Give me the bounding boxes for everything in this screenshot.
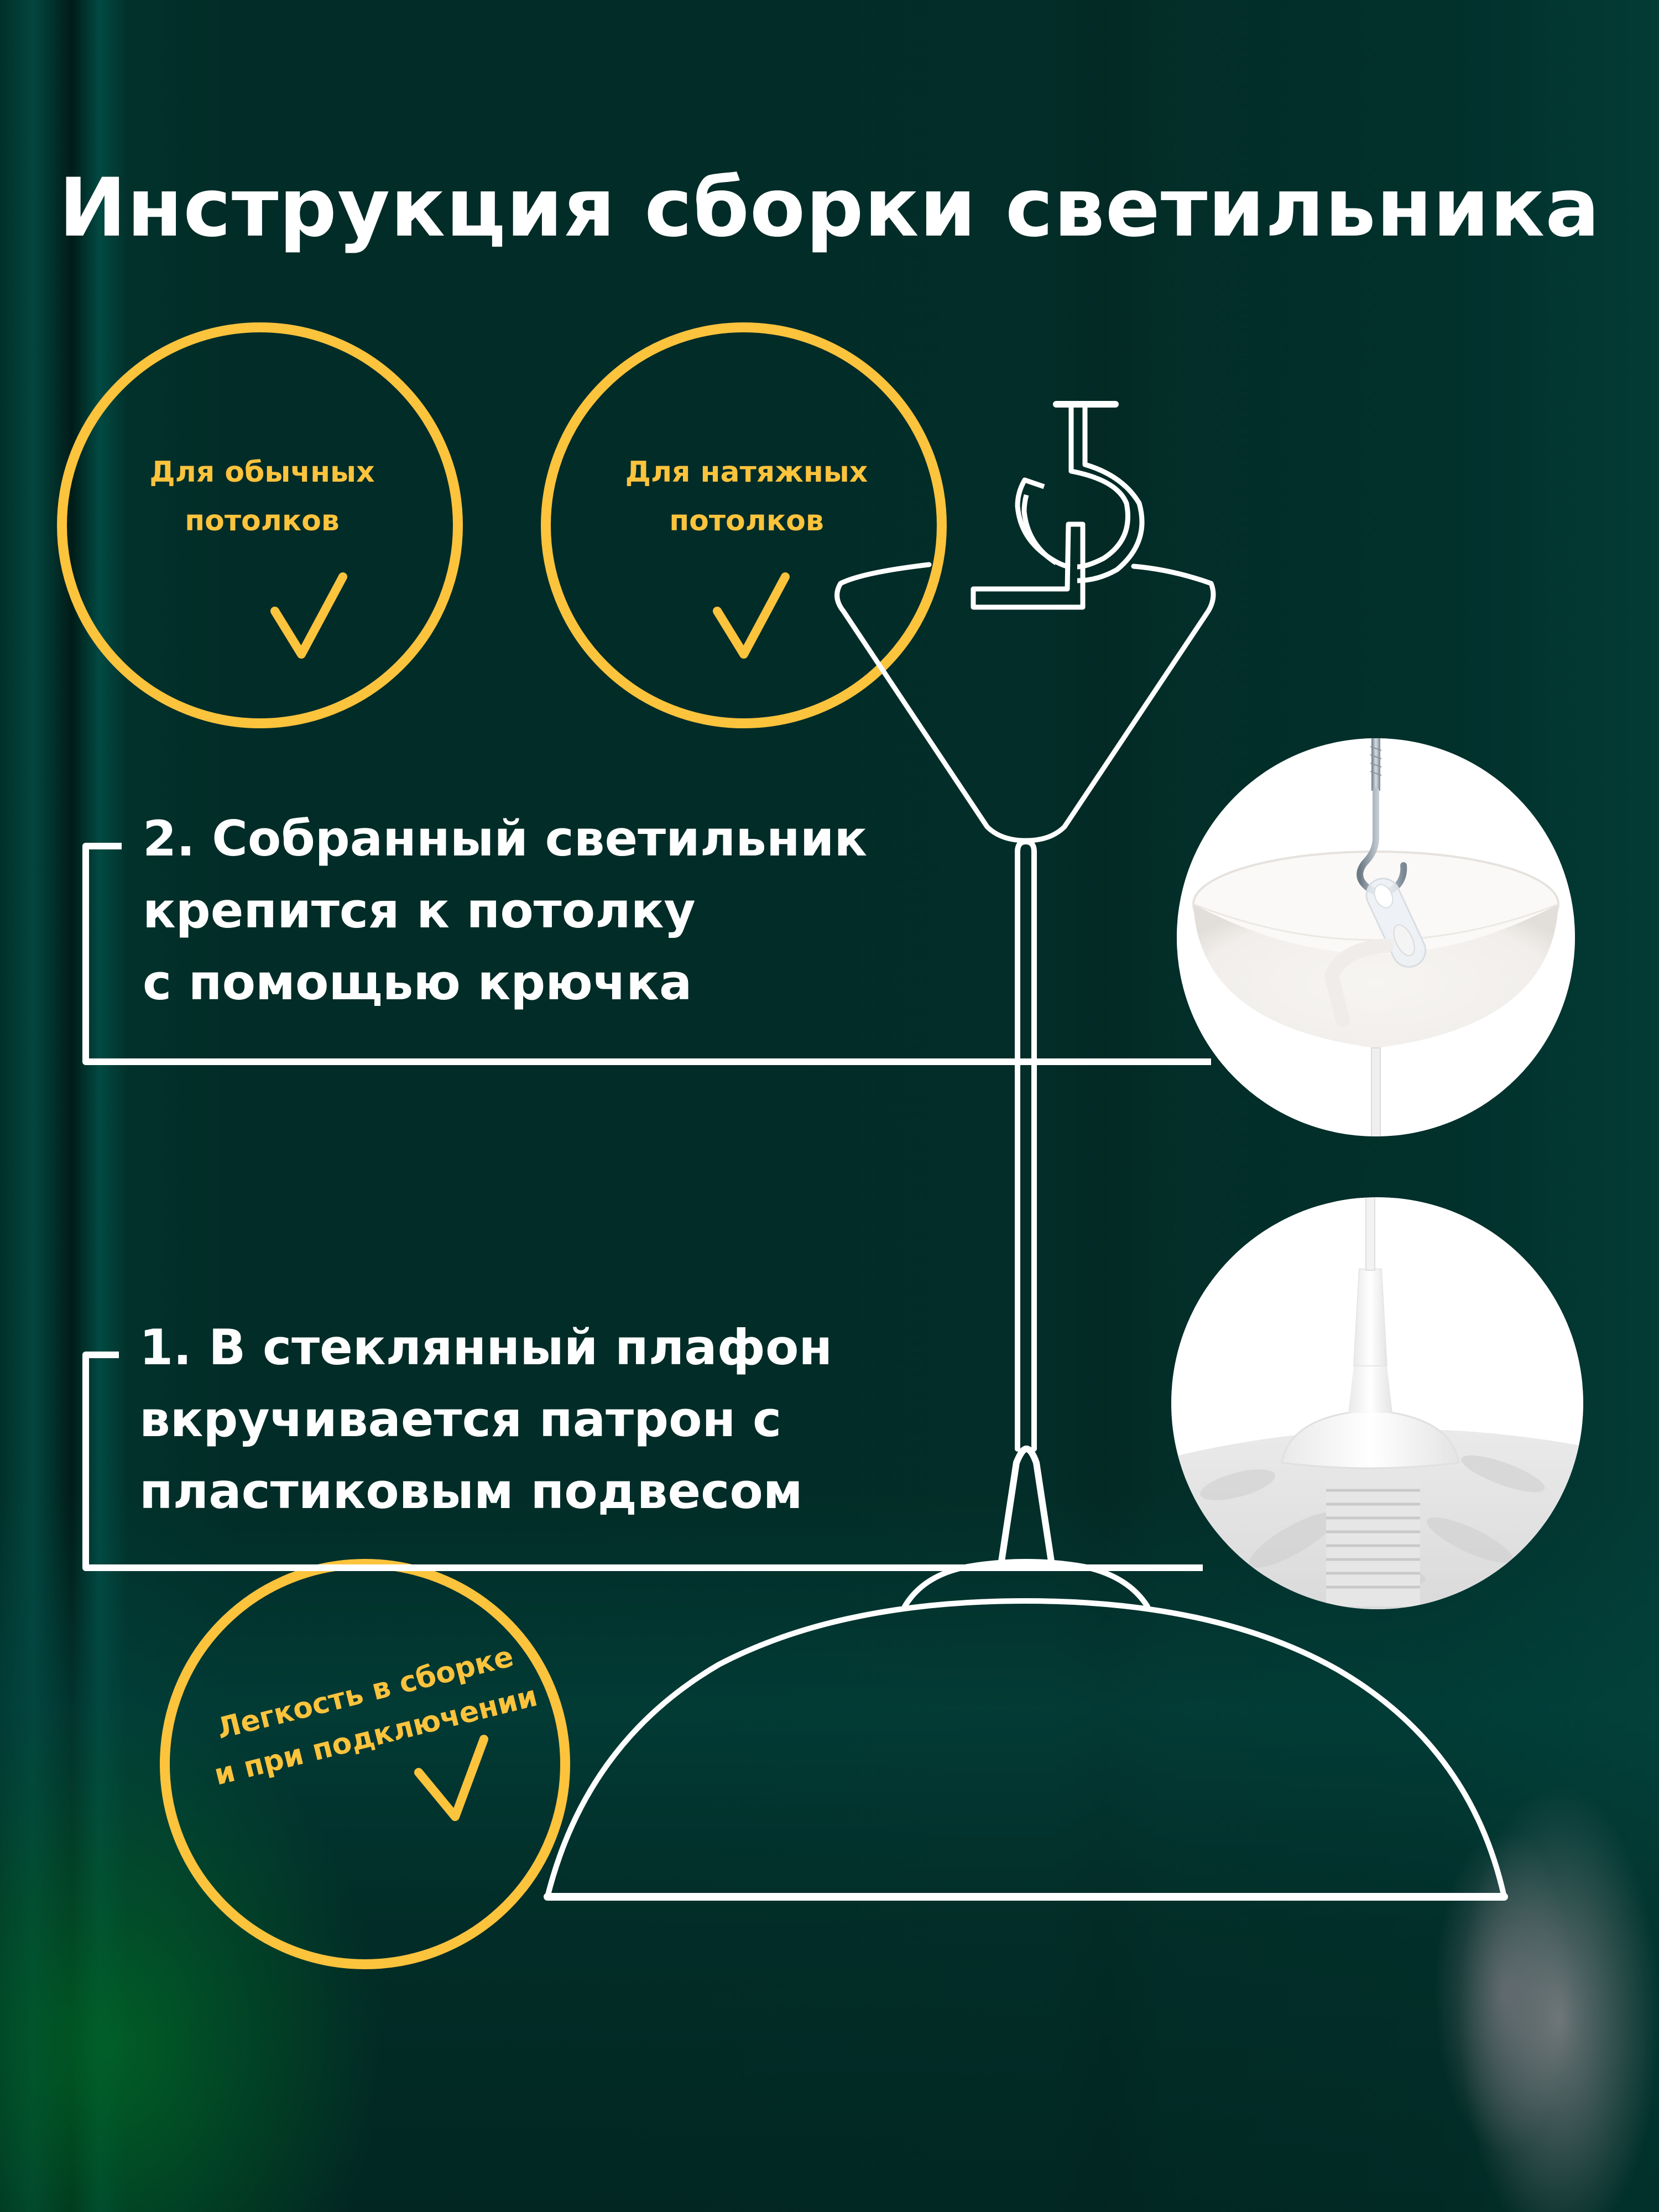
photo-hook-illustration — [1177, 738, 1575, 1136]
step-line: 1. В стеклянный плафон — [139, 1319, 833, 1376]
step-line: вкручивается патрон с — [139, 1391, 782, 1448]
photo-lamp-socket — [1171, 1197, 1583, 1609]
photo-ceiling-hook — [1177, 738, 1575, 1136]
badge-stretch-ceiling: Для натяжных потолков — [581, 448, 912, 545]
step-line: с помощью крючка — [143, 954, 692, 1011]
badge-circle-easy-assembly — [160, 1559, 570, 1969]
badge-line-1: Для натяжных — [625, 456, 868, 489]
step-2-text: 2. Собранный светильник крепится к потол… — [143, 803, 867, 1019]
photo-socket-illustration — [1171, 1197, 1583, 1609]
step-1-bracket — [82, 1352, 1203, 1571]
badge-line-2: потолков — [185, 504, 340, 538]
step-2-bracket — [82, 843, 1211, 1065]
checkmark-icon — [414, 1735, 488, 1821]
badge-circle-stretch-ceiling — [541, 322, 947, 728]
step-line: пластиковым подвесом — [139, 1463, 803, 1520]
page-title: Инструкция сборки светильника — [59, 160, 1600, 255]
lampshade-outline — [545, 1598, 1507, 1900]
checkmark-icon — [270, 572, 347, 659]
suspension-rod — [1015, 839, 1037, 1452]
dome-cap-outline — [902, 1559, 1150, 1609]
cone-holder — [998, 1446, 1055, 1568]
badge-circle-regular-ceiling — [57, 322, 463, 728]
badge-line-2: потолков — [669, 504, 824, 538]
step-line: крепится к потолку — [143, 882, 696, 939]
badge-line-1: Для обычных — [149, 456, 375, 489]
step-line: 2. Собранный светильник — [143, 810, 868, 867]
checkmark-icon — [713, 572, 790, 659]
hook-icon — [971, 401, 1145, 610]
badge-regular-ceiling: Для обычных потолков — [96, 448, 428, 545]
step-1-text: 1. В стеклянный плафон вкручивается патр… — [139, 1312, 832, 1527]
